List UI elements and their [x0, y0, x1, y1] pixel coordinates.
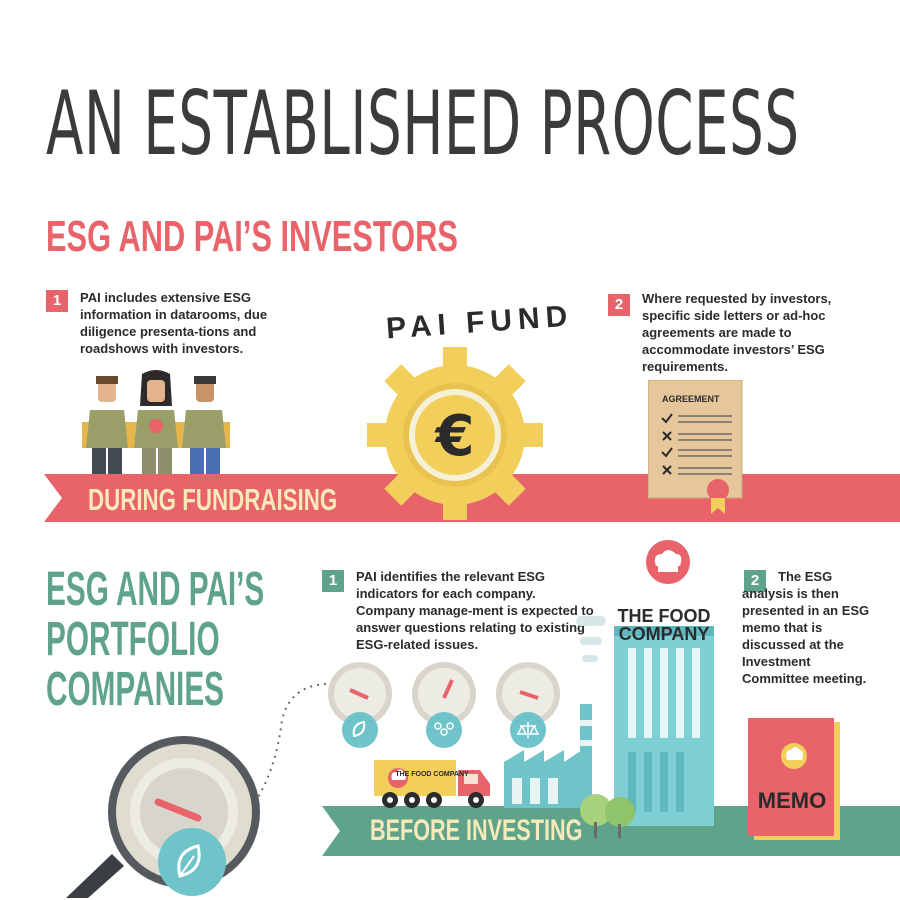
tree-icon	[580, 794, 635, 838]
investors-heading: ESG AND PAI’S INVESTORS	[46, 212, 458, 261]
investors-step-1-text: PAI includes extensive ESG information i…	[80, 290, 268, 356]
steam-shape	[576, 616, 606, 626]
investor-icon	[134, 370, 178, 476]
leaf-gauge-icon	[328, 662, 392, 748]
food-truck-icon: THE FOOD COMPANY	[374, 760, 490, 808]
page-title: AN ESTABLISHED PROCESS	[46, 72, 800, 175]
magnifier-icon	[66, 736, 260, 898]
dotted-connector	[253, 683, 327, 805]
step-1-badge: 1	[46, 290, 68, 312]
portfolio-step-2-text: The ESG analysis is then presented in an…	[742, 569, 870, 686]
gear-icon: €	[367, 347, 543, 520]
people-gauge-icon	[412, 662, 476, 748]
steam-shape	[580, 637, 602, 645]
esg-gauges	[328, 662, 560, 748]
euro-icon: €	[434, 404, 475, 469]
investors-illustration	[82, 370, 230, 476]
agreement-document: AGREEMENT	[648, 380, 743, 514]
portfolio-heading-line-1: ESG AND PAI’S	[46, 563, 265, 616]
company-label-line-2: COMPANY	[619, 624, 710, 644]
company-label-line-1: THE FOOD	[618, 606, 711, 626]
scales-gauge-icon	[496, 662, 560, 748]
truck-label: THE FOOD COMPANY	[395, 771, 469, 778]
investing-banner-label: BEFORE INVESTING	[370, 814, 583, 847]
steam-shape	[582, 655, 598, 662]
investor-icon	[86, 376, 128, 476]
portfolio-heading-line-2: PORTFOLIO	[46, 613, 220, 666]
portfolio-heading-line-3: COMPANIES	[46, 663, 225, 716]
memo-document: MEMO	[748, 718, 840, 840]
step-2-badge: 2	[608, 294, 630, 316]
step-2-badge: 2	[744, 570, 766, 592]
portfolio-step-1-text: PAI identifies the relevant ESG indicato…	[356, 569, 594, 652]
seal-icon	[707, 479, 729, 501]
memo-label: MEMO	[758, 788, 826, 813]
fundraising-banner-label: DURING FUNDRAISING	[88, 482, 338, 517]
factory-icon	[504, 704, 592, 808]
food-company-tower: THE FOOD COMPANY	[614, 540, 714, 826]
step-1-badge: 1	[322, 570, 344, 592]
agreement-label: AGREEMENT	[662, 394, 720, 404]
investors-step-2-text: Where requested by investors, specific s…	[642, 291, 832, 374]
investor-icon	[182, 376, 226, 476]
